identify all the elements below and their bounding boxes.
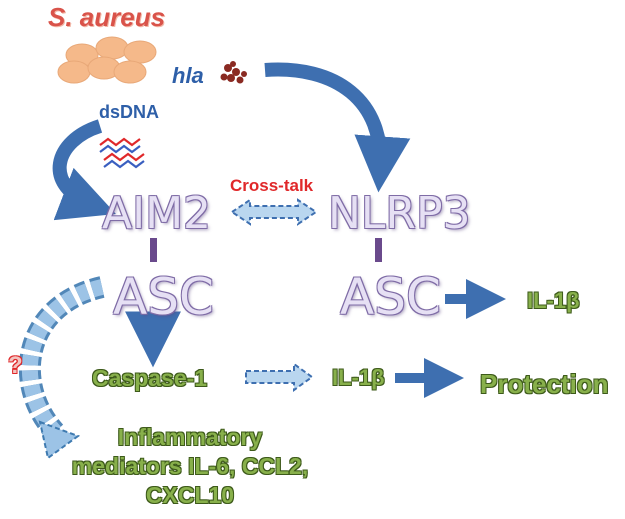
caspase-label: Caspase-1 [92,365,208,391]
nlrp3-node: NLRP3 [328,188,471,239]
caspase-to-il1b-arrow [245,362,314,392]
hla-toxin-icon [220,61,247,84]
hla-to-nlrp3-arrow [264,62,411,193]
il1b-right-label: IL-1β [527,288,580,313]
asc-right-node: ASC [340,268,441,326]
aim2-node: AIM2 [102,188,212,239]
asc-to-inflammatory-arrow [18,276,105,440]
il1b-mid-label: IL-1β [332,365,385,390]
bacteria-cluster-icon [57,36,157,84]
dsdna-to-aim2-arrow [52,119,116,221]
dsdna-label: dsDNA [99,102,160,122]
question-mark: ? [8,352,23,379]
protection-label: Protection [480,369,609,399]
asc-to-inflammatory-arrow-inner [21,279,104,438]
crosstalk-label: Cross-talk [230,176,314,195]
asc-to-inflammatory-arrowhead [38,420,81,460]
organism-title: S. aureus [48,2,166,32]
nlrp3-asc-connector [375,238,382,262]
crosstalk-double-arrow [230,198,318,226]
aim2-asc-connector [150,238,157,262]
inflammatory-mediators-label: Inflammatory mediators IL-6, CCL2, CXCL1… [71,424,309,508]
asc-left-node: ASC [113,268,214,326]
dsdna-icon [99,137,145,169]
hla-label: hla [172,63,204,88]
